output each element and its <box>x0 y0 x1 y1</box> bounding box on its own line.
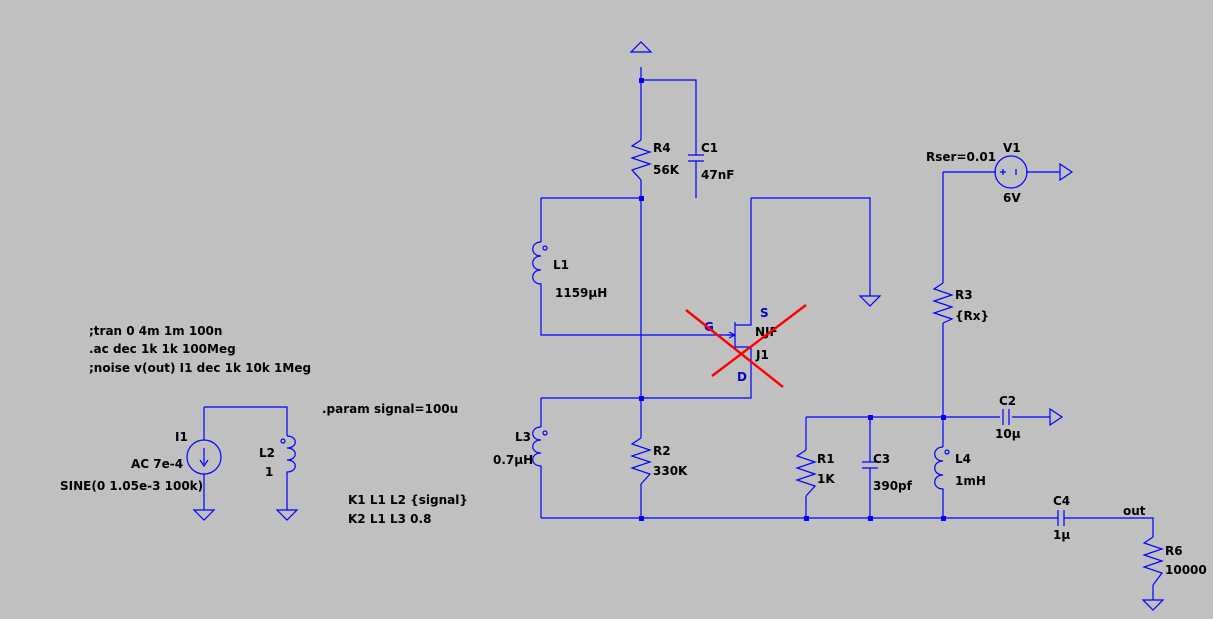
voltage-source-v1[interactable] <box>994 155 1028 189</box>
r6-value-label: 10000 <box>1165 563 1207 577</box>
l2-name-label: L2 <box>259 446 275 460</box>
jfet-j1[interactable] <box>727 315 752 357</box>
r4-name-label: R4 <box>653 141 671 155</box>
v1-rser-label: Rser=0.01 <box>926 150 996 164</box>
l3-value-label: 0.7µH <box>493 453 533 467</box>
i1-sine-label: SINE(0 1.05e-3 100k) <box>60 479 203 493</box>
capacitor-c1[interactable] <box>688 147 704 167</box>
j1-name-label: J1 <box>755 348 769 362</box>
r1-value-label: 1K <box>817 472 835 486</box>
c2-value-label: 10µ <box>995 427 1021 441</box>
directive-tran[interactable]: ;tran 0 4m 1m 100n <box>89 324 222 338</box>
capacitor-c2[interactable] <box>1002 409 1010 425</box>
current-source-i1[interactable] <box>186 439 222 475</box>
j1-pin-d-label: D <box>737 370 747 384</box>
r2-name-label: R2 <box>653 444 671 458</box>
vcc-arrow-icon[interactable] <box>629 41 653 53</box>
resistor-r3[interactable] <box>932 282 954 324</box>
c1-name-label: C1 <box>701 141 718 155</box>
error-cross-icon <box>685 304 807 388</box>
ground-icon-r6[interactable] <box>1141 599 1165 611</box>
r6-name-label: R6 <box>1165 544 1183 558</box>
j1-pin-s-label: S <box>760 306 769 320</box>
ground-icon-l2[interactable] <box>275 509 299 521</box>
directive-noise[interactable]: ;noise v(out) I1 dec 1k 10k 1Meg <box>89 361 311 375</box>
ground-icon-i1[interactable] <box>192 509 216 521</box>
inductor-l4[interactable] <box>934 446 950 493</box>
wires <box>203 67 1154 600</box>
r4-value-label: 56K <box>653 163 680 177</box>
capacitor-c4[interactable] <box>1055 510 1068 526</box>
r3-value-label: {Rx} <box>955 309 989 323</box>
j1-model-label: NJF <box>755 325 778 339</box>
inductor-l1[interactable] <box>532 241 548 288</box>
l2-value-label: 1 <box>265 465 273 479</box>
directive-k1[interactable]: K1 L1 L2 {signal} <box>348 493 468 507</box>
c3-name-label: C3 <box>873 452 890 466</box>
c1-value-label: 47nF <box>701 168 734 182</box>
r2-value-label: 330K <box>653 464 688 478</box>
r1-name-label: R1 <box>817 452 835 466</box>
v1-name-label: V1 <box>1003 141 1021 155</box>
l1-value-label: 1159µH <box>555 286 607 300</box>
directive-k2[interactable]: K2 L1 L3 0.8 <box>348 512 431 526</box>
resistor-r6[interactable] <box>1142 536 1164 586</box>
c2-name-label: C2 <box>999 394 1016 408</box>
net-label-out[interactable]: out <box>1123 504 1146 518</box>
resistor-r1[interactable] <box>795 449 817 497</box>
l4-value-label: 1mH <box>955 474 986 488</box>
ground-icon-j1[interactable] <box>858 295 882 307</box>
c4-value-label: 1µ <box>1053 528 1070 542</box>
i1-ac-label: AC 7e-4 <box>131 457 183 471</box>
c4-name-label: C4 <box>1053 494 1070 508</box>
l3-name-label: L3 <box>515 430 531 444</box>
directive-param[interactable]: .param signal=100u <box>322 402 458 416</box>
i1-name-label: I1 <box>175 430 188 444</box>
inductor-l2[interactable] <box>280 435 296 482</box>
c2-output-arrow-icon[interactable] <box>1049 407 1064 427</box>
resistor-r2[interactable] <box>630 437 652 485</box>
c3-value-label: 390pf <box>873 479 913 493</box>
r3-name-label: R3 <box>955 288 973 302</box>
directive-ac[interactable]: .ac dec 1k 1k 100Meg <box>89 342 236 356</box>
capacitor-c3[interactable] <box>862 455 878 475</box>
v1-supply-arrow-icon[interactable] <box>1059 162 1074 182</box>
resistor-r4[interactable] <box>630 139 652 181</box>
l1-name-label: L1 <box>553 258 569 272</box>
v1-value-label: 6V <box>1003 191 1021 205</box>
junctions <box>639 78 946 521</box>
inductor-l3[interactable] <box>532 426 548 477</box>
l4-name-label: L4 <box>955 452 971 466</box>
